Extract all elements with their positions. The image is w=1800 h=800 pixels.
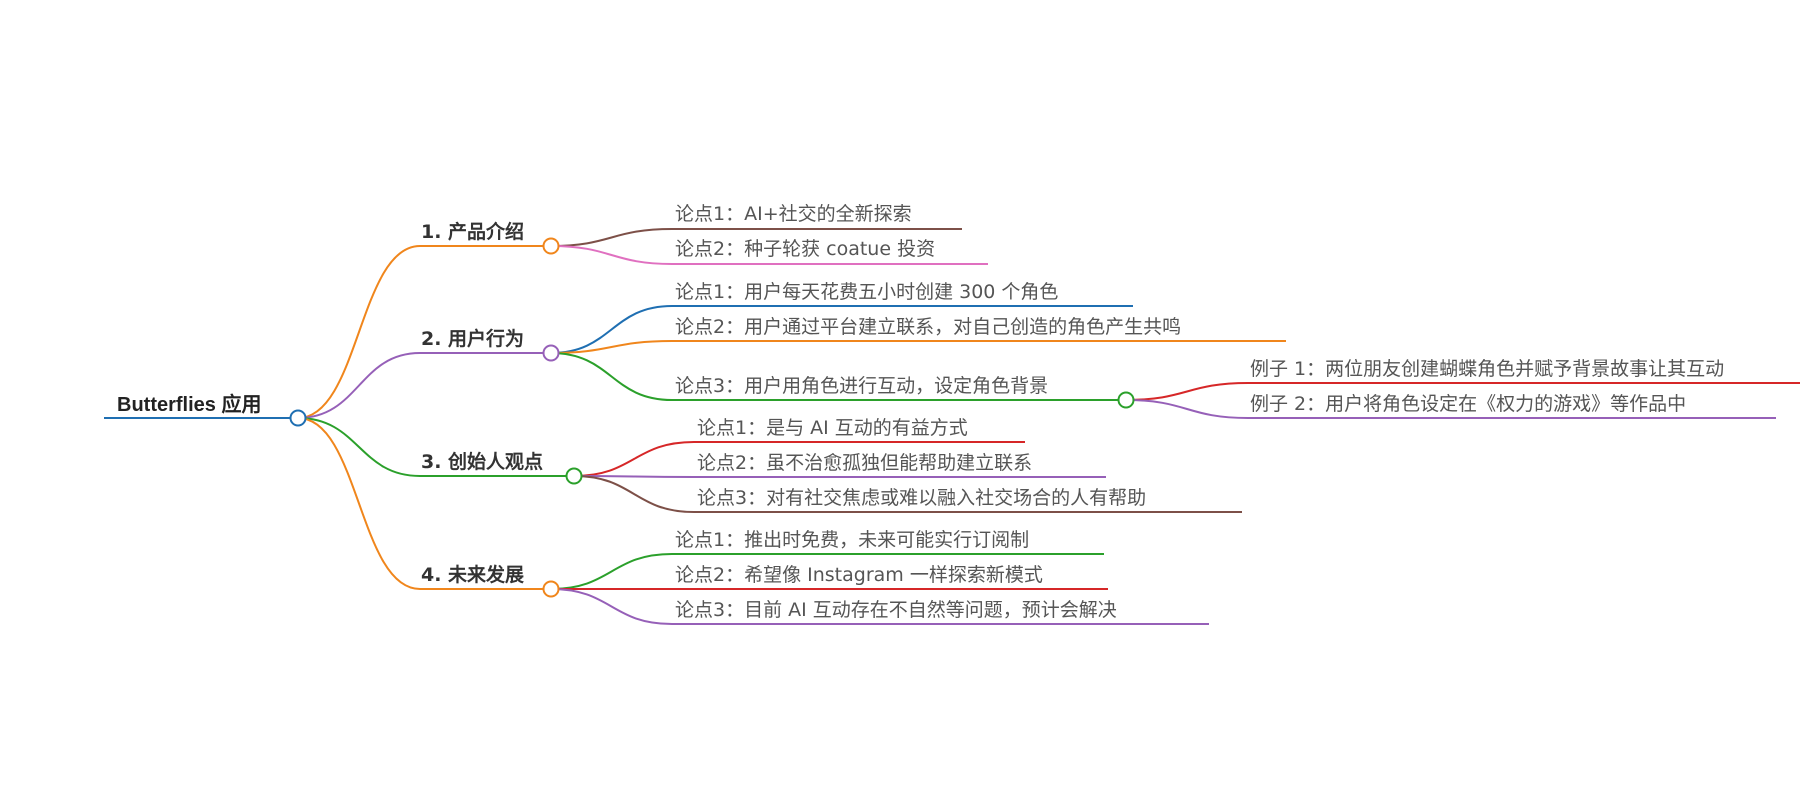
subtopic-founder-view-1[interactable]: 论点1：是与 AI 互动的有益方式 <box>697 419 968 438</box>
connector-branch-4-to-sub-1 <box>550 553 673 590</box>
root-topic[interactable]: Butterflies 应用 <box>117 395 261 415</box>
subtopic-label: 论点1：AI+社交的全新探索 <box>675 203 912 225</box>
connector-branch-2-to-sub-3 <box>550 352 673 401</box>
branch-2-knob <box>542 344 560 362</box>
subtopic-label: 论点3：用户用角色进行互动，设定角色背景 <box>675 375 1049 397</box>
connector-branch-3-to-sub-2 <box>573 475 695 478</box>
subtopic-future-1[interactable]: 论点1：推出时免费，未来可能实行订阅制 <box>675 531 1029 550</box>
subtopic-label: 论点2：种子轮获 coatue 投资 <box>675 238 936 260</box>
connector-branch-1-to-sub-1 <box>550 228 673 247</box>
subtopic-founder-view-3[interactable]: 论点3：对有社交焦虑或难以融入社交场合的人有帮助 <box>697 489 1146 508</box>
connector-root-to-branch-1 <box>297 245 421 419</box>
subtopic-label: 论点1：用户每天花费五小时创建 300 个角色 <box>675 281 1059 303</box>
branch-label: 2. 用户行为 <box>421 328 525 350</box>
connector-root-to-branch-4 <box>297 417 421 590</box>
subtopic-user-behavior-2[interactable]: 论点2：用户通过平台建立联系，对自己创造的角色产生共鸣 <box>675 318 1181 337</box>
subtopic-product-intro-1[interactable]: 论点1：AI+社交的全新探索 <box>675 205 912 224</box>
subtopic-label: 论点1：是与 AI 互动的有益方式 <box>697 417 968 439</box>
subtopic-user-behavior-1[interactable]: 论点1：用户每天花费五小时创建 300 个角色 <box>675 283 1058 302</box>
connector-sub-2-3-to-example-2 <box>1125 399 1249 419</box>
subtopic-future-3[interactable]: 论点3：目前 AI 互动存在不自然等问题，预计会解决 <box>675 601 1117 620</box>
branch-topic-product-intro[interactable]: 1. 产品介绍 <box>421 223 524 242</box>
connector-branch-2-to-sub-1 <box>550 305 673 354</box>
subtopic-label: 论点2：希望像 Instagram 一样探索新模式 <box>675 564 1043 586</box>
subtopic-2-3-knob <box>1117 391 1135 409</box>
example-label: 例子 1：两位朋友创建蝴蝶角色并赋予背景故事让其互动 <box>1250 358 1725 380</box>
connector-branch-3-to-sub-1 <box>573 441 695 477</box>
branch-topic-user-behavior[interactable]: 2. 用户行为 <box>421 330 524 349</box>
example-label: 例子 2：用户将角色设定在《权力的游戏》等作品中 <box>1250 393 1687 415</box>
subtopic-label: 论点3：目前 AI 互动存在不自然等问题，预计会解决 <box>675 599 1117 621</box>
branch-label: 3. 创始人观点 <box>421 451 544 473</box>
connector-branch-1-to-sub-2 <box>550 245 673 265</box>
branch-label: 1. 产品介绍 <box>421 221 525 243</box>
branch-topic-founder-view[interactable]: 3. 创始人观点 <box>421 453 543 472</box>
example-user-behavior-1[interactable]: 例子 1：两位朋友创建蝴蝶角色并赋予背景故事让其互动 <box>1250 360 1724 379</box>
root-knob <box>289 409 307 427</box>
branch-1-knob <box>542 237 560 255</box>
subtopic-product-intro-2[interactable]: 论点2：种子轮获 coatue 投资 <box>675 240 935 259</box>
branch-topic-future[interactable]: 4. 未来发展 <box>421 566 524 585</box>
branch-4-knob <box>542 580 560 598</box>
subtopic-founder-view-2[interactable]: 论点2：虽不治愈孤独但能帮助建立联系 <box>697 454 1032 473</box>
subtopic-label: 论点2：虽不治愈孤独但能帮助建立联系 <box>697 452 1033 474</box>
connector-branch-4-to-sub-3 <box>550 588 673 625</box>
connector-root-to-branch-2 <box>297 352 421 419</box>
subtopic-label: 论点1：推出时免费，未来可能实行订阅制 <box>675 529 1030 551</box>
root-topic-label: Butterflies 应用 <box>117 394 262 416</box>
connector-branch-2-to-sub-2 <box>550 340 673 354</box>
connector-sub-2-3-to-example-1 <box>1125 382 1249 401</box>
subtopic-label: 论点2：用户通过平台建立联系，对自己创造的角色产生共鸣 <box>675 316 1182 338</box>
branch-label: 4. 未来发展 <box>421 564 525 586</box>
connector-root-to-branch-3 <box>297 417 421 477</box>
connector-branch-3-to-sub-3 <box>573 475 695 513</box>
branch-3-knob <box>565 467 583 485</box>
subtopic-user-behavior-3[interactable]: 论点3：用户用角色进行互动，设定角色背景 <box>675 377 1048 396</box>
subtopic-label: 论点3：对有社交焦虑或难以融入社交场合的人有帮助 <box>697 487 1147 509</box>
example-user-behavior-2[interactable]: 例子 2：用户将角色设定在《权力的游戏》等作品中 <box>1250 395 1686 414</box>
subtopic-future-2[interactable]: 论点2：希望像 Instagram 一样探索新模式 <box>675 566 1043 585</box>
